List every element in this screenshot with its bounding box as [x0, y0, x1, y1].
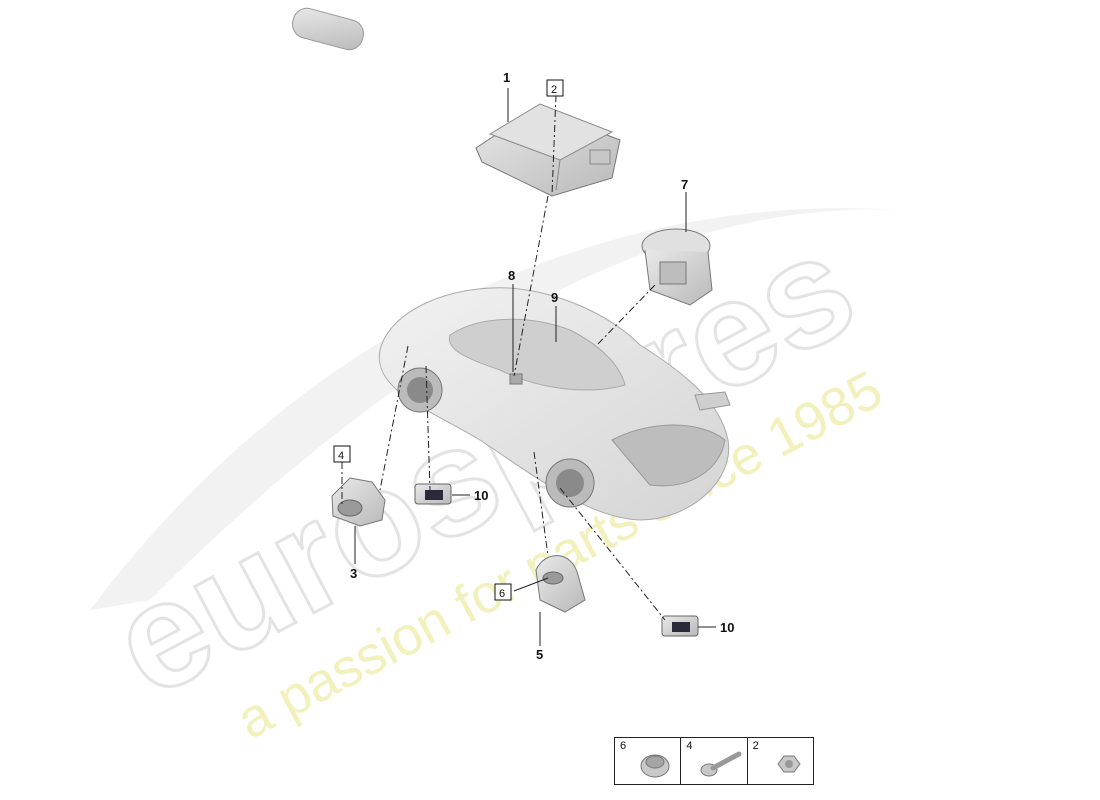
- callout-6: 6: [499, 588, 505, 600]
- legend-cell-6: 6: [615, 738, 682, 784]
- watermark: eurospares a passion for parts since 198…: [85, 199, 900, 751]
- hex-nut-icon: [777, 755, 801, 773]
- callout-7: 7: [681, 177, 688, 192]
- callout-4-box: 4: [333, 445, 351, 463]
- legend-number: 2: [752, 740, 759, 752]
- callout-10b: 10: [720, 620, 734, 635]
- vehicle-body-part: [378, 287, 731, 521]
- control-unit-part: [475, 103, 621, 197]
- callout-10a: 10: [474, 488, 488, 503]
- connector-10a-part: [414, 483, 452, 505]
- assembly-lines: [341, 94, 666, 621]
- hardware-legend: 6 4 2: [614, 737, 814, 785]
- bolt-icon: [700, 751, 742, 777]
- callout-6-box: 6: [494, 583, 512, 601]
- callout-2: 2: [551, 84, 557, 96]
- legend-cell-2: 2: [748, 738, 813, 784]
- callout-8: 8: [508, 268, 515, 283]
- callout-5: 5: [536, 647, 543, 662]
- callout-9: 9: [551, 290, 558, 305]
- callout-2-box: 2: [546, 79, 564, 97]
- nut-icon: [640, 754, 670, 778]
- crash-sensor-left-part: [331, 477, 386, 527]
- legend-cell-4: 4: [681, 738, 748, 784]
- leader-lines: [354, 88, 716, 646]
- callout-1: 1: [503, 70, 510, 85]
- crash-sensor-rear-part: [535, 555, 586, 613]
- legend-number: 4: [686, 740, 693, 752]
- callout-4: 4: [338, 450, 344, 462]
- clock-spring-part: [641, 228, 713, 306]
- connector-10b-part: [661, 615, 699, 637]
- callout-3: 3: [350, 566, 357, 581]
- sensor-pad-part: [291, 7, 365, 51]
- legend-number: 6: [620, 740, 627, 752]
